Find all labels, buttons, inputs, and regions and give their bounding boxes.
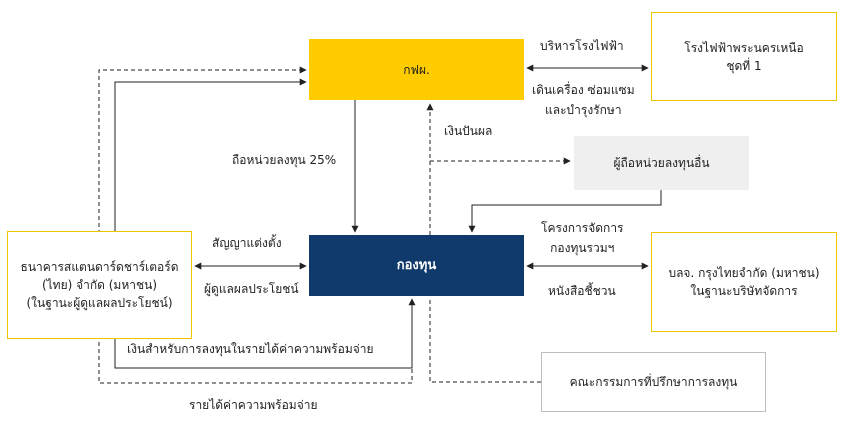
edge-label-fund-project-line-2: กองทุนรวมฯ <box>550 241 615 255</box>
edge-holders-to-fund <box>468 190 662 233</box>
node-fund-label: กองทุน <box>396 257 437 273</box>
edge-investment-to-fund <box>114 298 416 369</box>
node-fund-manager-line-1: บลจ. กรุงไทยจำกัด (มหาชน) <box>668 266 820 280</box>
node-other-holders-label: ผู้ถือหน่วยลงทุนอื่น <box>613 156 710 170</box>
node-trustee-bank-line-3: (ในฐานะผู้ดูแลผลประโยชน์) <box>26 296 173 310</box>
edge-label-fund-project: โครงการจัดการ กองทุนรวมฯ <box>541 218 624 258</box>
edge-label-operate-maintain-line-2: และบำรุงรักษา <box>545 103 622 117</box>
node-fund: กองทุน <box>309 235 524 296</box>
edge-label-fund-project-line-1: โครงการจัดการ <box>541 221 624 235</box>
edge-label-availability-revenue: รายได้ค่าความพร้อมจ่าย <box>189 398 318 412</box>
edge-label-appointment-contract: สัญญาแต่งตั้ง <box>212 236 282 250</box>
edge-investment-to-egat <box>114 78 307 231</box>
edge-label-dividend: เงินปันผล <box>444 124 493 138</box>
node-trustee-bank: ธนาคารสแตนดาร์ดชาร์เตอร์ด (ไทย) จำกัด (ม… <box>7 231 192 339</box>
edge-availability-outer-loop <box>98 66 412 384</box>
node-power-plant-line-2: ชุดที่ 1 <box>726 58 762 73</box>
node-egat: กฟผ. <box>309 39 524 100</box>
edge-label-operate-maintain: เดินเครื่อง ซ่อมแซม และบำรุงรักษา <box>532 80 635 120</box>
edge-label-trustee: ผู้ดูแลผลประโยชน์ <box>204 282 299 296</box>
edge-committee-to-fund <box>429 299 541 383</box>
node-power-plant-line-1: โรงไฟฟ้าพระนครเหนือ <box>684 40 804 55</box>
node-investment-committee-label: คณะกรรมการที่ปรึกษาการลงทุน <box>569 375 738 389</box>
edge-label-appointment-letter: หนังสือชี้ชวน <box>548 284 616 298</box>
node-trustee-bank-line-2: (ไทย) จำกัด (มหาชน) <box>41 278 158 292</box>
edge-label-operate-maintain-line-1: เดินเครื่อง ซ่อมแซม <box>532 83 635 97</box>
node-fund-manager: บลจ. กรุงไทยจำกัด (มหาชน) ในฐานะบริษัทจั… <box>651 232 837 332</box>
node-power-plant: โรงไฟฟ้าพระนครเหนือ ชุดที่ 1 <box>651 12 837 101</box>
node-fund-manager-line-2: ในฐานะบริษัทจัดการ <box>690 284 798 298</box>
edge-label-hold-25: ถือหน่วยลงทุน 25% <box>232 153 337 167</box>
node-other-holders: ผู้ถือหน่วยลงทุนอื่น <box>574 136 749 190</box>
edge-label-manage-plant: บริหารโรงไฟฟ้า <box>540 39 624 53</box>
node-egat-label: กฟผ. <box>403 62 430 77</box>
edge-label-investment-in-revenue: เงินสำหรับการลงทุนในรายได้ค่าความพร้อมจ่… <box>127 342 374 356</box>
node-trustee-bank-line-1: ธนาคารสแตนดาร์ดชาร์เตอร์ด <box>20 260 179 274</box>
node-investment-committee: คณะกรรมการที่ปรึกษาการลงทุน <box>541 352 766 412</box>
